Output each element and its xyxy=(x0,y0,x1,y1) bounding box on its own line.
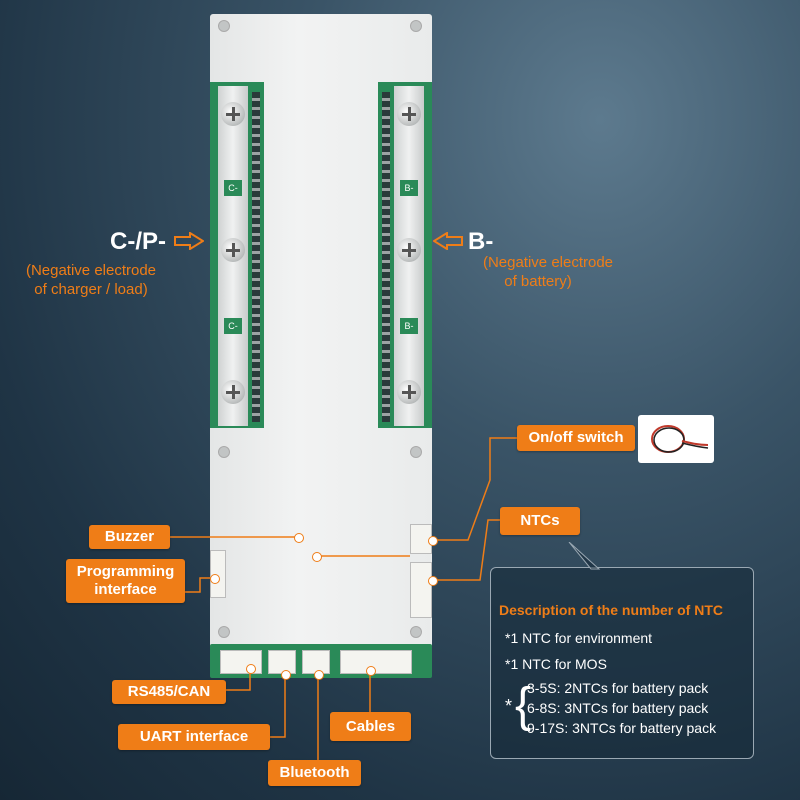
star-icon: * xyxy=(505,630,511,646)
right-arrow-icon xyxy=(174,232,204,250)
programming-interface-label: Programming interface xyxy=(66,559,185,603)
terminal-mark: B- xyxy=(400,180,418,196)
mount-hole xyxy=(218,20,230,32)
star-icon: * xyxy=(505,656,511,672)
bluetooth-label: Bluetooth xyxy=(268,760,361,786)
mount-hole xyxy=(218,446,230,458)
cp-terminal-desc-2: of charger / load) xyxy=(34,281,148,298)
ntc-range-line: 3-5S: 2NTCs for battery pack xyxy=(527,680,709,696)
callout-pointer xyxy=(568,542,601,570)
screw-icon xyxy=(397,380,421,404)
terminal-mark: B- xyxy=(400,318,418,334)
onoff-switch-label: On/off switch xyxy=(517,425,635,451)
ntc-description-title: Description of the number of NTC xyxy=(499,602,723,618)
ntcs-label: NTCs xyxy=(500,507,580,535)
b-terminal-desc-2: of battery) xyxy=(504,273,572,290)
onoff-point xyxy=(428,536,438,546)
terminal-mark: C- xyxy=(224,180,242,196)
screw-icon xyxy=(221,102,245,126)
screw-icon xyxy=(397,102,421,126)
buzzer-label: Buzzer xyxy=(89,525,170,549)
rs485-can-label: RS485/CAN xyxy=(112,680,226,704)
cables-label: Cables xyxy=(330,712,411,741)
star-icon: * xyxy=(505,696,513,716)
right-terminal-slot: B- B- xyxy=(378,82,432,428)
left-arrow-icon xyxy=(433,232,463,250)
mount-hole xyxy=(410,626,422,638)
terminal-mark: C- xyxy=(224,318,242,334)
ntc-description-box: Description of the number of NTC *1 NTC … xyxy=(490,542,754,759)
switch-cable-image xyxy=(638,415,714,463)
ntc-env-line: 1 NTC for environment xyxy=(510,630,653,646)
ntc-range-line: 9-17S: 3NTCs for battery pack xyxy=(527,720,717,736)
mount-hole xyxy=(218,626,230,638)
ntc-mos-line: 1 NTC for MOS xyxy=(510,656,607,672)
brace-icon: { xyxy=(515,679,532,732)
uart-point xyxy=(281,670,291,680)
marker-point xyxy=(312,552,322,562)
mount-hole xyxy=(410,446,422,458)
screw-icon xyxy=(221,238,245,262)
ntc-point xyxy=(428,576,438,586)
screw-icon xyxy=(397,238,421,262)
left-terminal-slot: C- C- xyxy=(210,82,264,428)
b-terminal-desc-1: (Negative electrode xyxy=(482,254,614,271)
bms-board: C- C- B- B- xyxy=(210,14,432,650)
ntc-range-line: 6-8S: 3NTCs for battery pack xyxy=(527,700,709,716)
b-terminal-title: B- xyxy=(468,228,494,255)
mount-hole xyxy=(410,20,422,32)
cables-point xyxy=(366,666,376,676)
ntc-connector xyxy=(410,562,432,618)
uart-interface-label: UART interface xyxy=(118,724,270,750)
rs485-point xyxy=(246,664,256,674)
programming-point xyxy=(210,574,220,584)
bluetooth-point xyxy=(314,670,324,680)
cp-terminal-desc-1: (Negative electrode xyxy=(25,262,157,279)
screw-icon xyxy=(221,380,245,404)
cp-terminal-title: C-/P- xyxy=(110,228,166,255)
buzzer-point xyxy=(294,533,304,543)
